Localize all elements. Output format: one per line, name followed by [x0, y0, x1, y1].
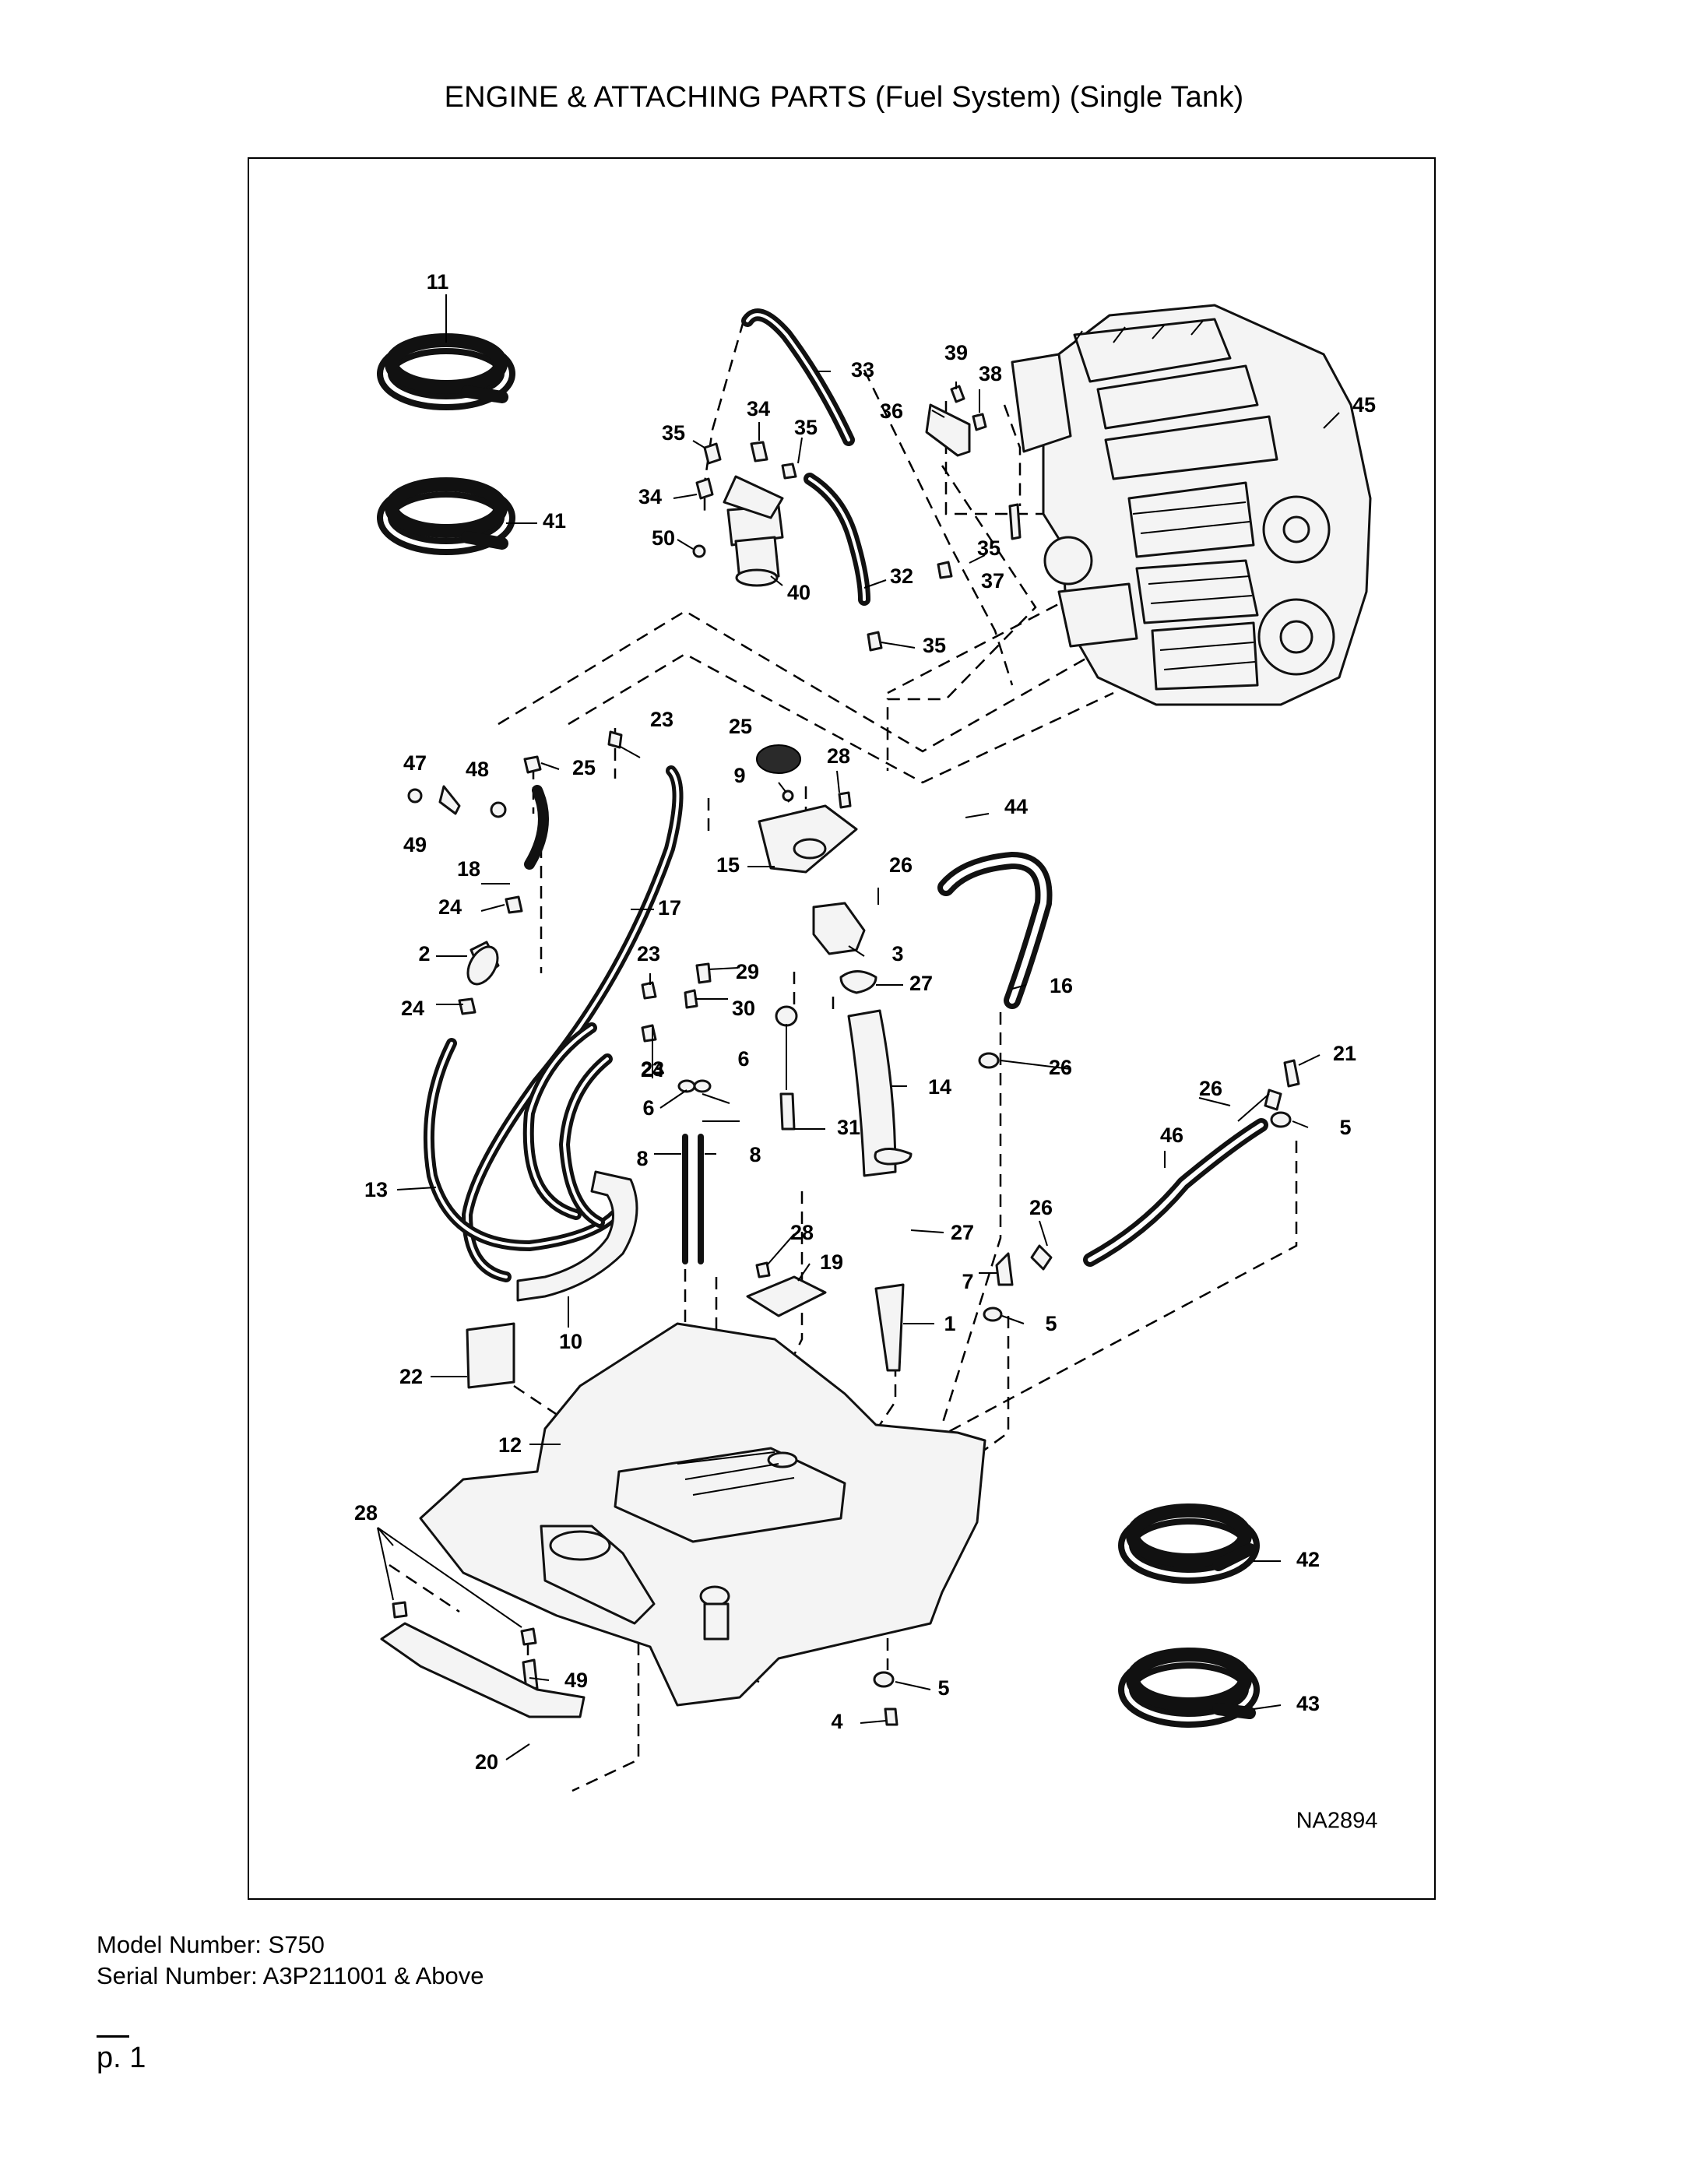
callout-16: 16: [1050, 974, 1073, 997]
callout-31: 31: [837, 1116, 860, 1139]
serial-number: Serial Number: A3P211001 & Above: [97, 1962, 484, 1989]
callout-39: 39: [944, 341, 968, 364]
callout-2: 2: [418, 942, 430, 965]
page-title: ENGINE & ATTACHING PARTS (Fuel System) (…: [444, 81, 1244, 114]
callout-38: 38: [979, 362, 1002, 385]
fuel-tank: [419, 1322, 986, 1707]
callout-6: 6: [642, 1096, 654, 1120]
page-number: p. 1: [97, 2042, 146, 2074]
callout-10: 10: [559, 1330, 582, 1353]
callout-24: 24: [438, 895, 462, 919]
callout-29: 29: [736, 960, 759, 983]
callout-26: 26: [1029, 1196, 1053, 1219]
callout-43: 43: [1296, 1692, 1320, 1715]
callout-25: 25: [729, 715, 752, 738]
callout-34: 34: [638, 485, 662, 508]
filler-hoses: [839, 852, 1268, 1372]
callout-26: 26: [889, 853, 913, 877]
callout-45: 45: [1352, 393, 1376, 417]
diagram-frame: [248, 157, 1436, 1900]
fuel-sender: [682, 1005, 798, 1264]
callout-4: 4: [831, 1710, 842, 1733]
callout-5: 5: [1045, 1312, 1057, 1335]
callout-21: 21: [1333, 1042, 1356, 1065]
drawing-id: NA2894: [1296, 1809, 1378, 1834]
callout-8: 8: [749, 1143, 761, 1166]
callout-47: 47: [403, 751, 427, 775]
page-rule: [97, 2035, 129, 2038]
callout-34: 34: [747, 397, 770, 420]
callout-8: 8: [636, 1147, 648, 1170]
callout-44: 44: [1004, 795, 1028, 818]
callout-20: 20: [475, 1750, 498, 1774]
callout-labels: 11 41 33 39 38 36 34 35 35 34 50 40 32 3…: [354, 270, 1376, 1774]
coiled-hose-11: [377, 333, 515, 410]
coiled-hose-42: [1118, 1503, 1260, 1584]
callout-23: 23: [637, 942, 660, 965]
callout-46: 46: [1160, 1124, 1183, 1147]
callout-22: 22: [399, 1365, 423, 1388]
callout-13: 13: [364, 1178, 388, 1201]
callout-23: 23: [641, 1057, 664, 1081]
callout-24: 24: [641, 1058, 664, 1081]
fuel-filter-assembly: [723, 475, 784, 587]
callout-18: 18: [457, 857, 480, 881]
callout-7: 7: [962, 1270, 973, 1293]
callout-12: 12: [498, 1433, 522, 1457]
callout-23: 23: [650, 708, 673, 731]
callout-42: 42: [1296, 1548, 1320, 1571]
fuel-cap-assembly: [756, 744, 866, 955]
callout-35: 35: [977, 536, 1000, 560]
callout-50: 50: [652, 526, 675, 550]
callout-26: 26: [1199, 1077, 1222, 1100]
fuel-lines: [423, 765, 684, 1302]
callout-27: 27: [951, 1221, 974, 1244]
callout-28: 28: [790, 1221, 814, 1244]
callout-35: 35: [662, 421, 685, 445]
callout-25: 25: [572, 756, 596, 779]
model-number: Model Number: S750: [97, 1931, 325, 1958]
callout-28: 28: [827, 744, 850, 768]
callout-32: 32: [890, 564, 913, 588]
fittings: [392, 385, 1300, 1726]
callout-37: 37: [981, 569, 1004, 593]
callout-35: 35: [923, 634, 946, 657]
callout-9: 9: [733, 764, 745, 787]
callout-17: 17: [658, 896, 681, 920]
callout-41: 41: [543, 509, 566, 533]
callout-27: 27: [909, 972, 933, 995]
skid-plate: [380, 1622, 586, 1718]
callout-35: 35: [794, 416, 818, 439]
callout-1: 1: [944, 1312, 955, 1335]
callout-15: 15: [716, 853, 740, 877]
callout-5: 5: [937, 1676, 949, 1700]
callout-36: 36: [880, 399, 903, 423]
callout-33: 33: [851, 358, 874, 382]
callout-28: 28: [354, 1501, 378, 1525]
engine-block: [1011, 304, 1372, 706]
callout-6: 6: [737, 1047, 749, 1071]
callout-11: 11: [427, 270, 449, 294]
callout-40: 40: [787, 581, 811, 604]
foam-pad-22: [466, 1322, 515, 1389]
callout-5: 5: [1339, 1116, 1351, 1139]
leader-lines: [377, 294, 1340, 1760]
coiled-hose-43: [1118, 1648, 1260, 1728]
callout-24: 24: [401, 997, 424, 1020]
vent-hoses: [741, 308, 870, 606]
callout-19: 19: [820, 1250, 843, 1274]
callout-48: 48: [466, 758, 489, 781]
coiled-hose-41: [377, 477, 515, 555]
callout-49: 49: [403, 833, 427, 856]
callout-3: 3: [891, 942, 903, 965]
callout-49: 49: [564, 1669, 588, 1692]
callout-14: 14: [928, 1075, 951, 1099]
callout-30: 30: [732, 997, 755, 1020]
callout-26: 26: [1049, 1056, 1072, 1079]
bracket-19: [746, 1275, 827, 1317]
